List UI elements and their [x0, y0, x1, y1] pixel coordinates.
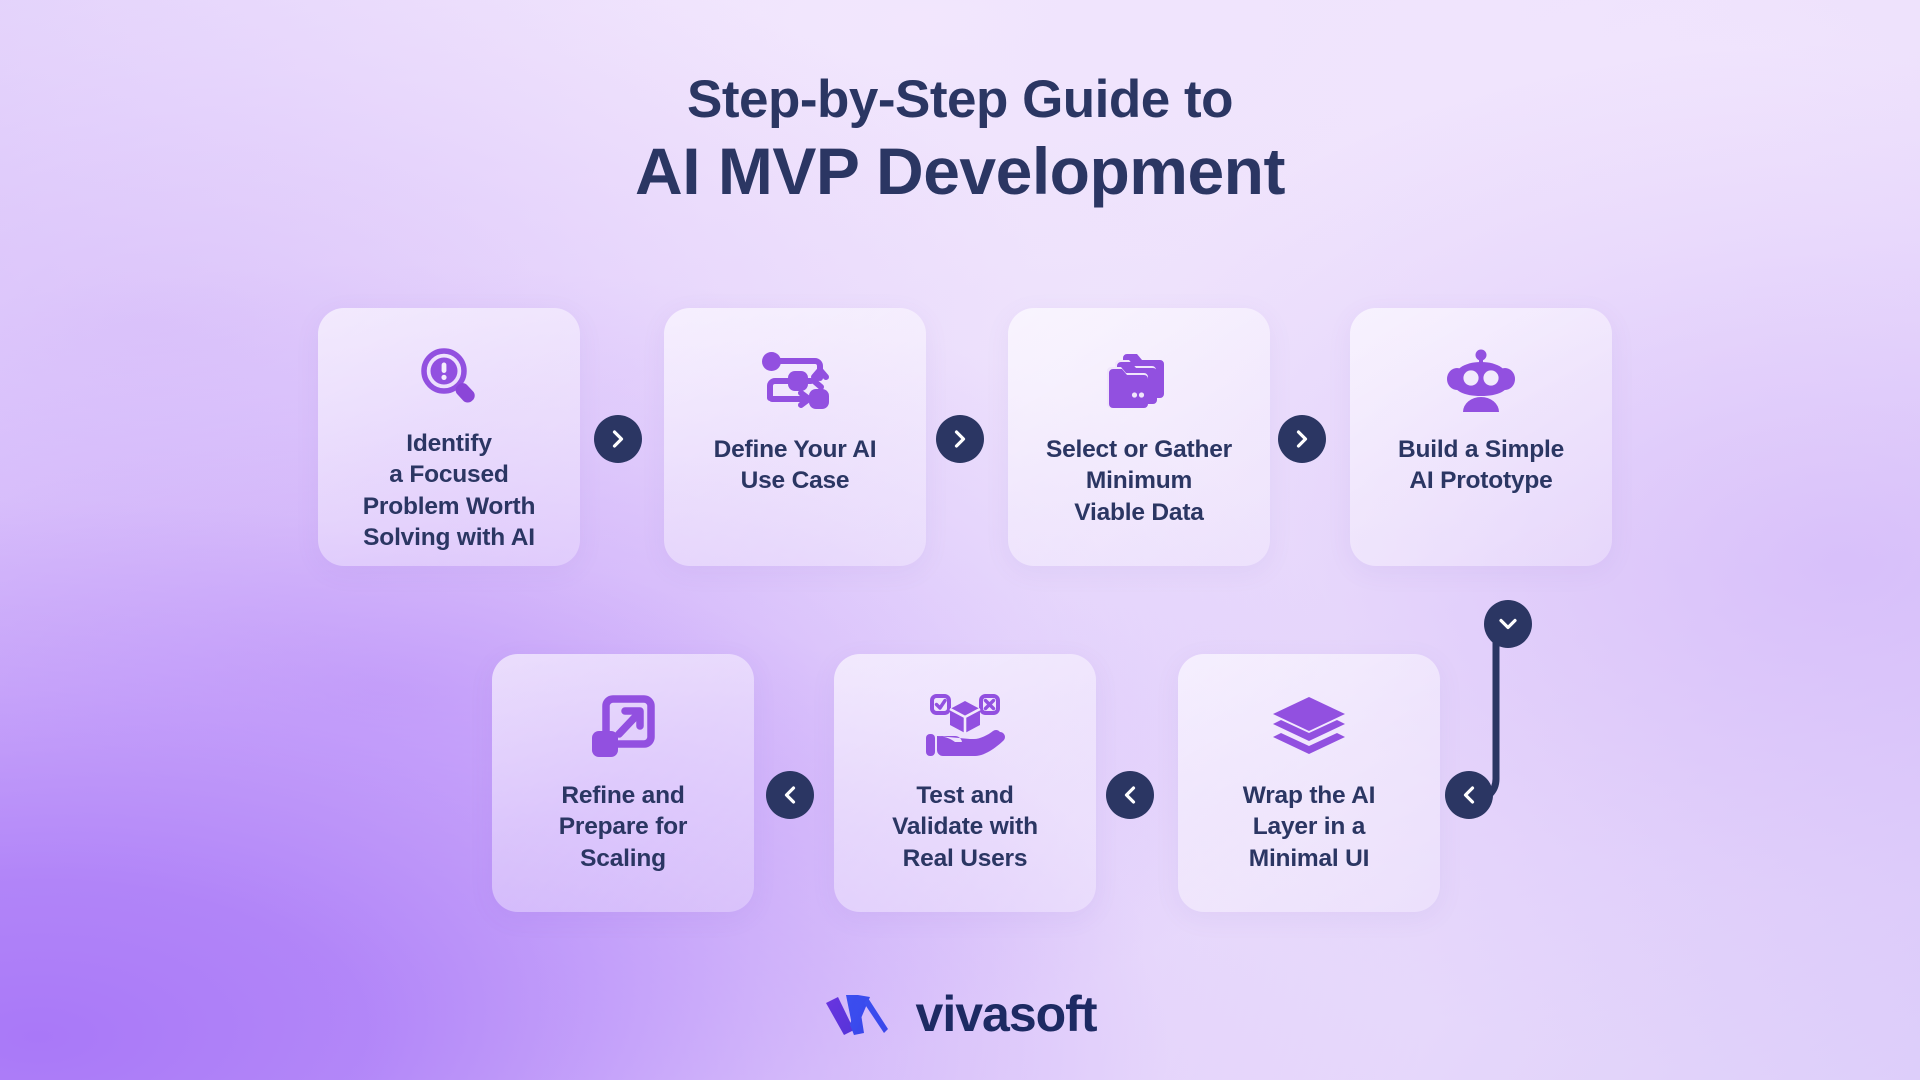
- step-card-label: Build a Simple AI Prototype: [1397, 436, 1564, 495]
- connector-chevron-right-2[interactable]: [936, 415, 984, 463]
- chevron-right-icon: [612, 430, 624, 448]
- stacked-layers-icon: [1269, 688, 1349, 766]
- scale-expand-arrow-icon: [588, 688, 658, 766]
- step-card-define-use-case[interactable]: Define Your AI Use Case: [664, 308, 926, 566]
- connector-chevron-left-2[interactable]: [1106, 771, 1154, 819]
- folders-icon: [1101, 342, 1177, 420]
- robot-head-icon: [1441, 342, 1521, 420]
- chevron-down-icon: [1499, 618, 1517, 630]
- title-line-2: AI MVP Development: [635, 134, 1285, 209]
- step-card-label: Refine and Prepare for Scaling: [558, 782, 688, 872]
- step-card-label: Identify a Focused Problem Worth Solving…: [362, 430, 536, 552]
- chevron-right-icon: [954, 430, 966, 448]
- vivasoft-w-mark-icon: [825, 995, 888, 1035]
- connector-chevron-right-3[interactable]: [1278, 415, 1326, 463]
- step-card-build-prototype[interactable]: Build a Simple AI Prototype: [1350, 308, 1612, 566]
- brand-name: vivasoft: [915, 986, 1098, 1042]
- connector-chevron-left-1[interactable]: [766, 771, 814, 819]
- chevron-left-icon: [784, 786, 796, 804]
- title-line-1: Step-by-Step Guide to: [687, 70, 1234, 129]
- connector-chevron-left-3[interactable]: [1445, 771, 1493, 819]
- step-card-refine-scaling[interactable]: Refine and Prepare for Scaling: [492, 654, 754, 912]
- connector-chevron-down[interactable]: [1484, 600, 1532, 648]
- step-card-test-validate[interactable]: Test and Validate with Real Users: [834, 654, 1096, 912]
- workflow-nodes-icon: [757, 342, 833, 420]
- chevron-left-icon: [1124, 786, 1136, 804]
- magnifier-exclamation-icon: [413, 342, 485, 414]
- step-card-wrap-ui[interactable]: Wrap the AI Layer in a Minimal UI: [1178, 654, 1440, 912]
- step-card-identify-problem[interactable]: Identify a Focused Problem Worth Solving…: [318, 308, 580, 566]
- hand-holding-cube-icon: [924, 688, 1006, 766]
- step-card-label: Define Your AI Use Case: [713, 436, 877, 495]
- step-card-gather-data[interactable]: Select or Gather Minimum Viable Data: [1008, 308, 1270, 566]
- page-title: Step-by-Step Guide to AI MVP Development: [0, 70, 1920, 209]
- connector-chevron-right-1[interactable]: [594, 415, 642, 463]
- chevron-left-icon: [1463, 786, 1475, 804]
- brand-logo: vivasoft: [0, 985, 1920, 1043]
- step-card-label: Test and Validate with Real Users: [892, 782, 1038, 872]
- chevron-right-icon: [1296, 430, 1308, 448]
- step-card-label: Select or Gather Minimum Viable Data: [1045, 436, 1233, 526]
- step-card-label: Wrap the AI Layer in a Minimal UI: [1242, 782, 1376, 872]
